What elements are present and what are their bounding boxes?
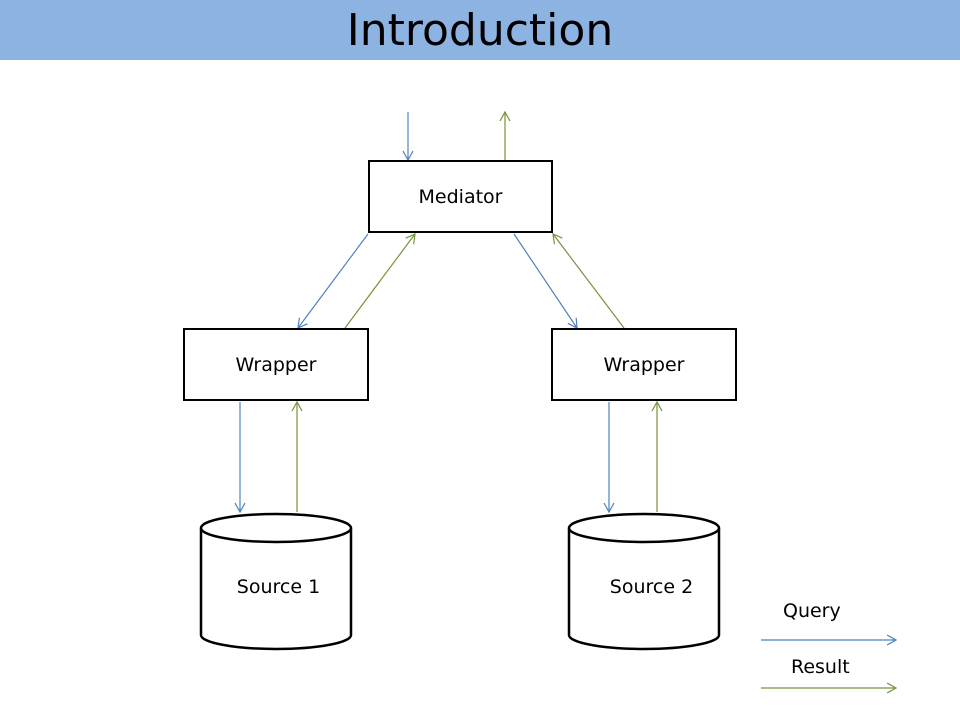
right-wrapper-label: Wrapper: [603, 353, 685, 376]
query-arrow-mediator-to-right-wrapper: [513, 233, 578, 330]
result-arrow-right-wrapper-to-mediator: [552, 233, 625, 329]
mediator-label: Mediator: [418, 185, 503, 208]
source-1-cylinder: [199, 512, 353, 651]
mediator-box: Mediator: [368, 160, 553, 233]
result-arrow-left-wrapper-to-mediator: [344, 233, 416, 329]
legend-query-label: Query: [783, 600, 841, 622]
left-wrapper-box: Wrapper: [183, 328, 369, 401]
title-bar: [0, 0, 960, 60]
source-1-label: Source 1: [236, 576, 321, 598]
query-arrow-mediator-to-left-wrapper: [297, 233, 369, 329]
legend-result-label: Result: [791, 656, 850, 678]
left-wrapper-label: Wrapper: [235, 353, 317, 376]
slide-title: Introduction: [346, 5, 614, 56]
right-wrapper-box: Wrapper: [551, 328, 737, 401]
source-2-label: Source 2: [609, 576, 694, 598]
source-2-cylinder: [567, 512, 721, 651]
